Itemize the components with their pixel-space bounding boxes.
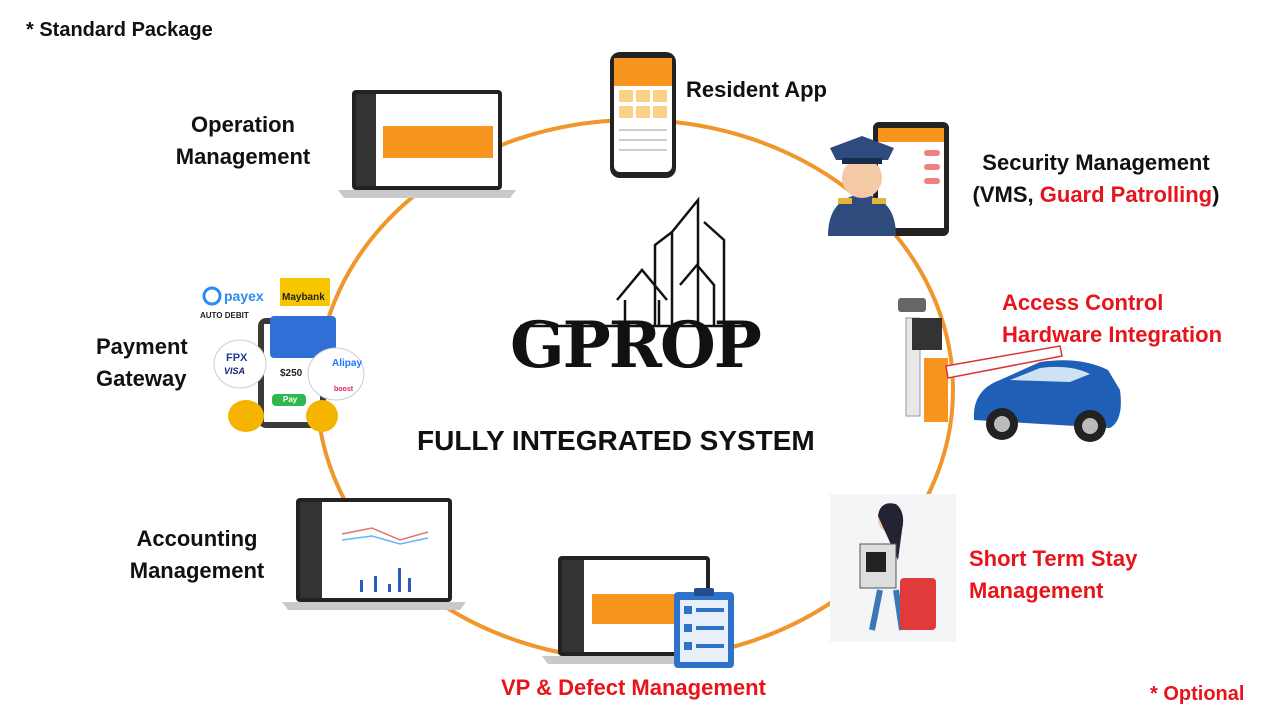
auto-debit-label: AUTO DEBIT <box>200 311 249 320</box>
payment-line2: Gateway <box>96 366 187 391</box>
guard-patrolling-optional: Guard Patrolling <box>1039 182 1213 207</box>
gprop-logo-buildings <box>520 196 745 328</box>
payment-illustration <box>202 278 365 432</box>
operation-management-label: Operation Management <box>160 109 326 173</box>
accounting-line2: Management <box>129 558 265 583</box>
optional-note: * Optional <box>1150 683 1245 705</box>
standard-package-note: * Standard Package <box>26 19 213 41</box>
access-control-illustration <box>898 298 1121 442</box>
operation-line2: Management <box>175 144 311 169</box>
accounting-laptop <box>282 498 466 610</box>
security-open: (VMS, <box>972 182 1040 207</box>
accounting-management-label: Accounting Management <box>116 523 278 587</box>
vp-defect-label: VP & Defect Management <box>501 675 766 700</box>
payment-line1: Payment <box>96 334 188 359</box>
gprop-logo-text: GPROP <box>510 308 762 383</box>
security-illustration <box>828 122 949 236</box>
short-stay-line2: Management <box>969 578 1104 603</box>
gprop-logo: GPROP <box>510 300 762 392</box>
access-line2: Hardware Integration <box>1002 322 1223 347</box>
payex-logo: payex <box>224 288 264 304</box>
access-control-label: Access Control Hardware Integration <box>1002 287 1222 351</box>
alipay-logo: Alipay <box>332 358 363 369</box>
short-term-stay-label: Short Term Stay Management <box>969 543 1137 607</box>
operation-line1: Operation <box>191 112 295 137</box>
payment-gateway-label: Payment Gateway <box>96 331 188 395</box>
pay-button-art: Pay <box>283 395 298 404</box>
security-close: ) <box>1212 182 1220 207</box>
access-line1: Access Control <box>1002 290 1164 315</box>
security-line1: Security Management <box>982 150 1210 175</box>
short-stay-line1: Short Term Stay <box>969 546 1138 571</box>
tagline: FULLY INTEGRATED SYSTEM <box>417 425 815 456</box>
short-stay-illustration <box>830 494 956 642</box>
payment-amount: $250 <box>280 368 303 379</box>
fpx-logo: FPX <box>226 352 248 364</box>
maybank-logo: Maybank <box>282 292 325 303</box>
resident-app-phone <box>610 52 676 178</box>
security-line2: (VMS, Guard Patrolling) <box>960 179 1232 211</box>
security-management-label: Security Management (VMS, Guard Patrolli… <box>960 147 1232 211</box>
operation-laptop <box>338 90 516 198</box>
resident-app-label: Resident App <box>686 77 827 102</box>
visa-logo: VISA <box>224 366 246 376</box>
vp-defect-illustration <box>542 556 734 668</box>
accounting-line1: Accounting <box>136 526 258 551</box>
boost-logo: boost <box>334 386 354 393</box>
